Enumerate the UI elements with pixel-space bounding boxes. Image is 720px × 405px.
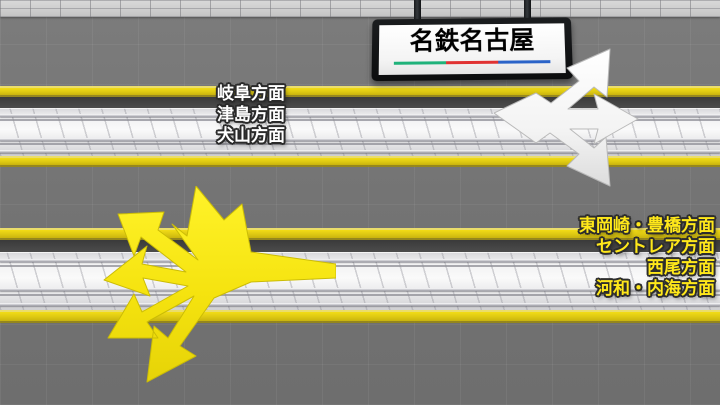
safety-line-lower-1 bbox=[0, 228, 720, 240]
safety-line-upper-2 bbox=[0, 156, 720, 167]
direction-label-centrair: セントレア方面 bbox=[596, 237, 715, 257]
direction-label-nishio: 西尾方面 bbox=[647, 258, 715, 278]
station-name-sign: 名鉄名古屋 bbox=[371, 0, 574, 86]
sign-pole-right bbox=[524, 0, 531, 26]
direction-labels-right: 東岡崎・豊橋方面 セントレア方面 西尾方面 河和・内海方面 bbox=[430, 216, 720, 300]
sign-line-stripes bbox=[393, 60, 551, 65]
direction-label-kowa-utsumi: 河和・内海方面 bbox=[596, 279, 715, 299]
safety-line-upper-1 bbox=[0, 86, 720, 97]
stripe-blue bbox=[498, 60, 551, 64]
stripe-green bbox=[393, 61, 447, 65]
station-name-text: 名鉄名古屋 bbox=[409, 25, 535, 56]
direction-label-tsushima: 津島方面 bbox=[217, 105, 285, 125]
direction-label-higashiokazaki-toyohashi: 東岡崎・豊橋方面 bbox=[579, 216, 715, 236]
direction-label-inuyama: 犬山方面 bbox=[217, 126, 285, 146]
stripe-red bbox=[446, 60, 499, 65]
platform-edge-shadow-upper bbox=[0, 97, 720, 108]
safety-line-lower-2 bbox=[0, 310, 720, 323]
sign-pole-left bbox=[414, 0, 421, 26]
direction-label-gifu: 岐阜方面 bbox=[217, 84, 285, 104]
direction-labels-left: 岐阜方面 津島方面 犬山方面 bbox=[0, 84, 290, 147]
far-track-bed bbox=[0, 0, 720, 17]
sign-face: 名鉄名古屋 bbox=[378, 23, 566, 75]
sign-frame: 名鉄名古屋 bbox=[371, 17, 574, 82]
